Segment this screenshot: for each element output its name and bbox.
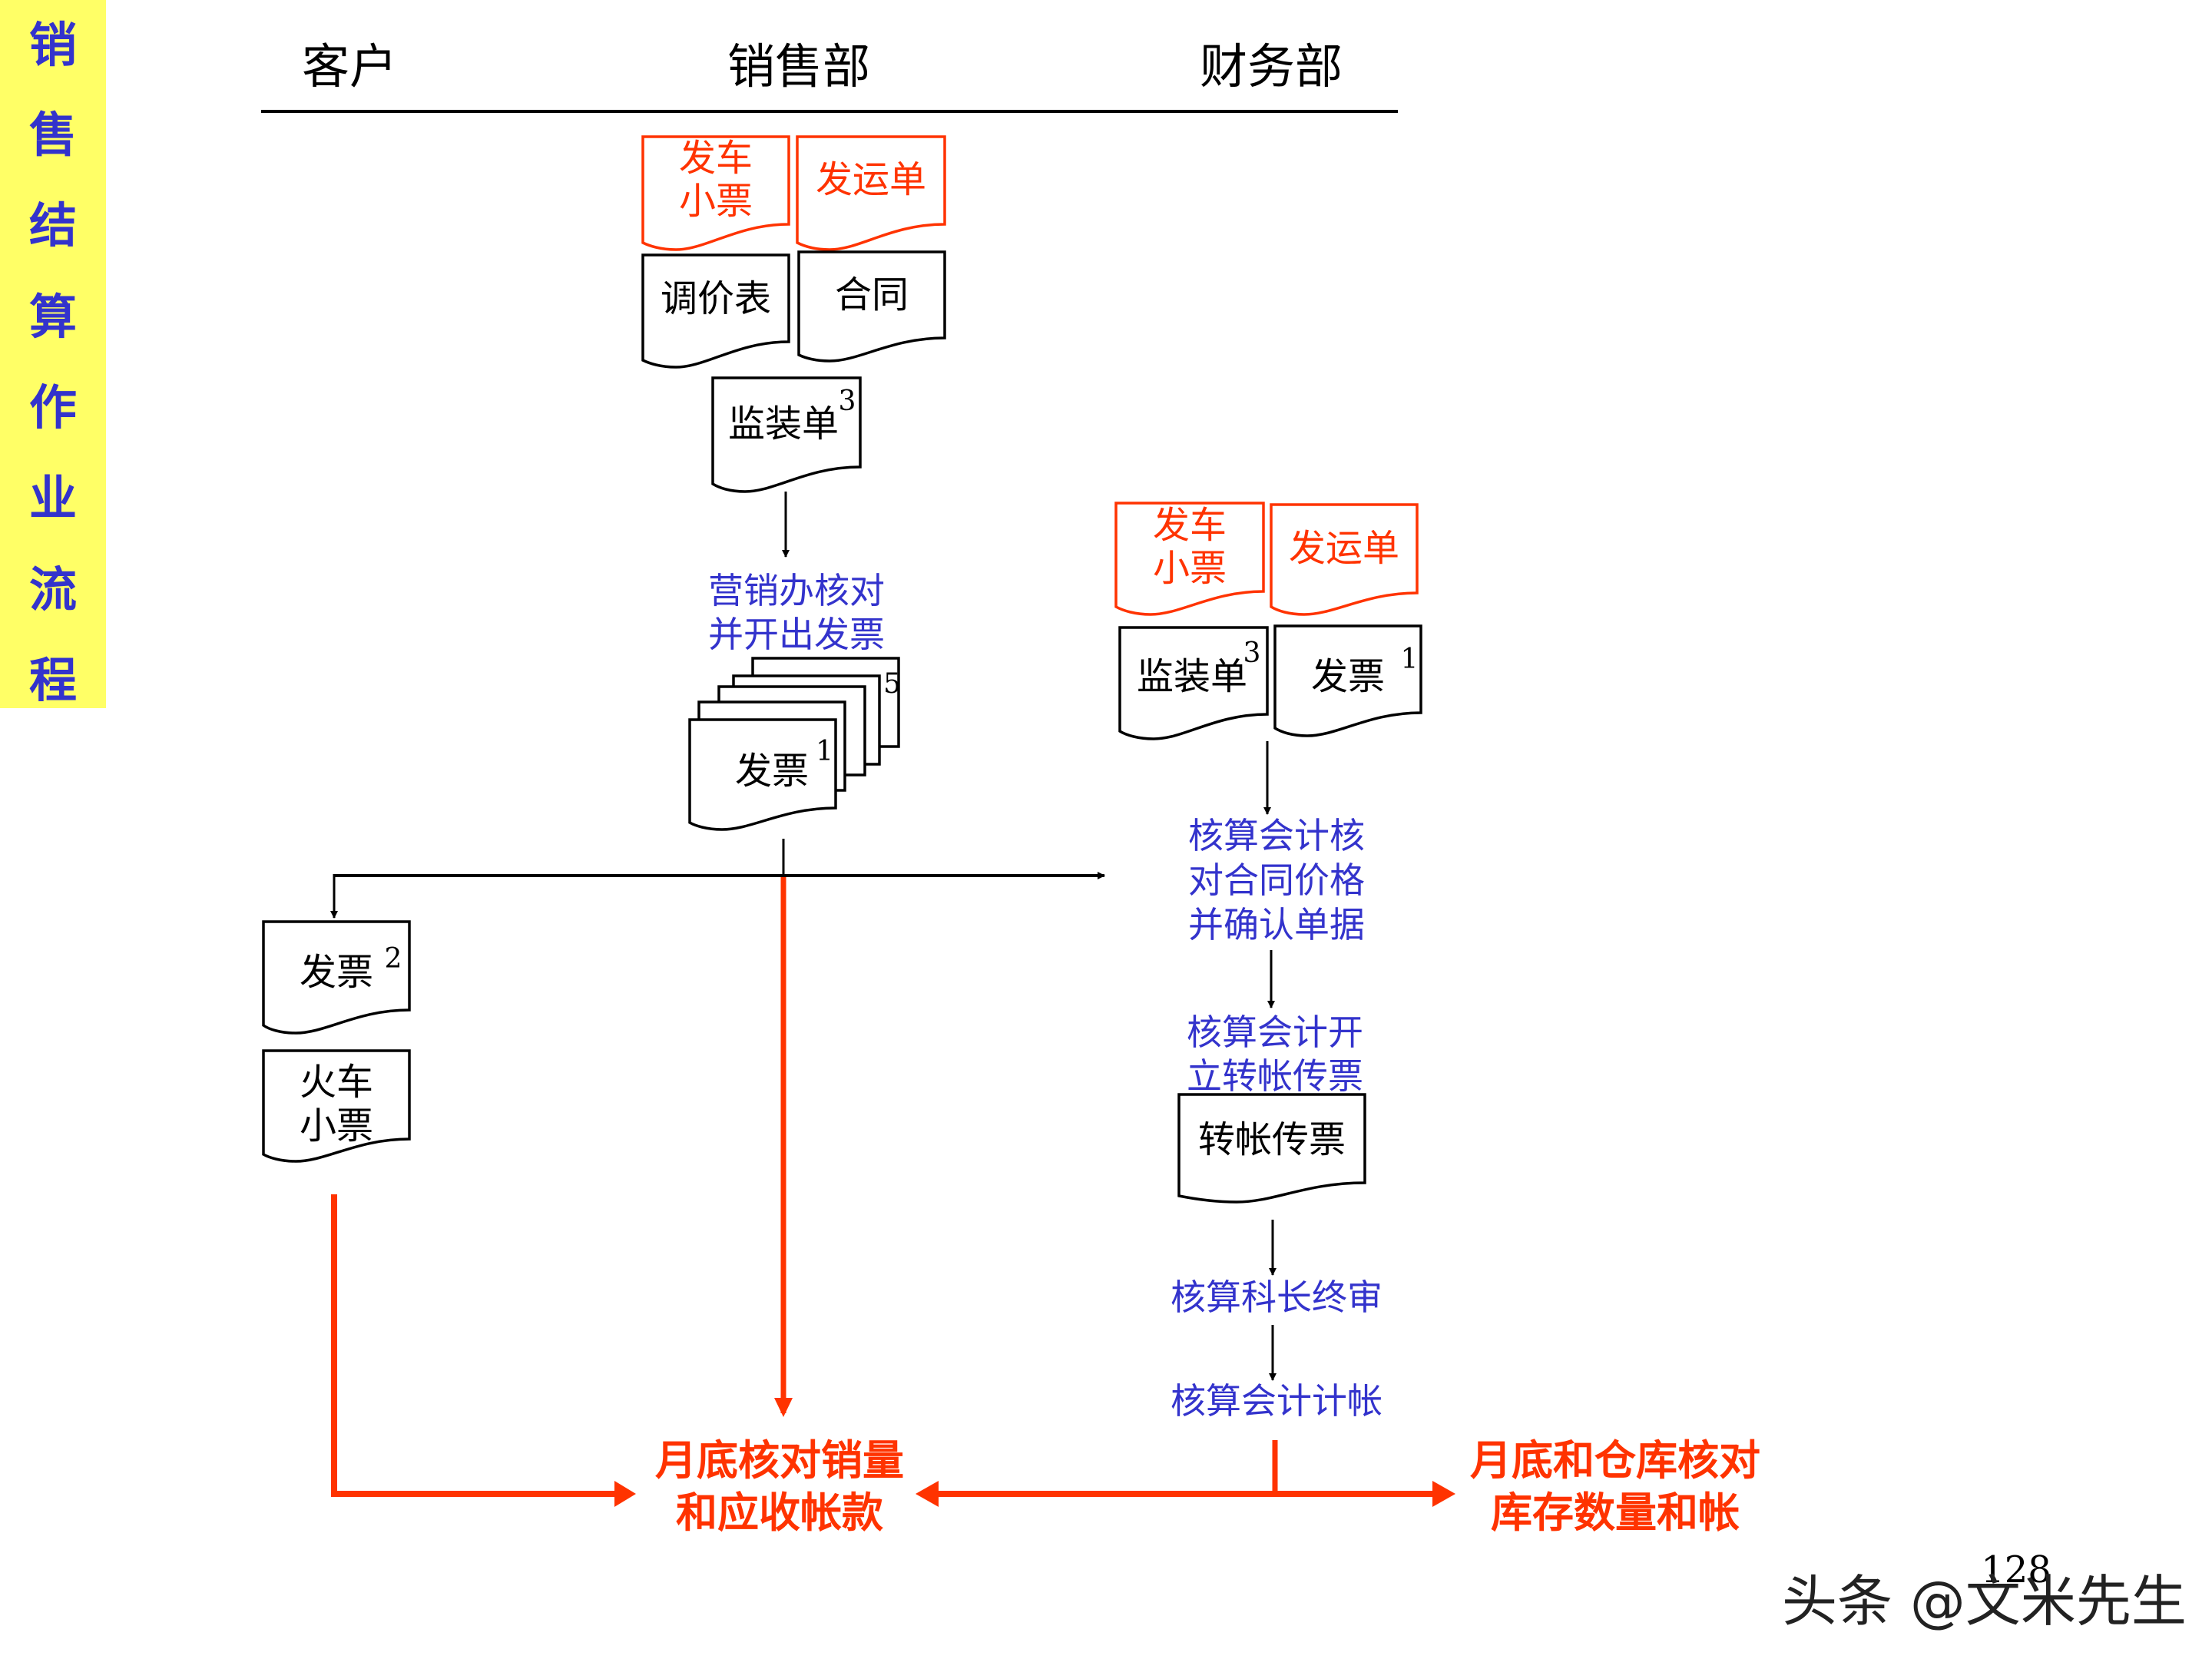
doc-shape-dispatch-ticket [641, 135, 790, 251]
sidebar-title-char: 业 [28, 470, 77, 526]
doc-label: 发运单 [816, 158, 926, 201]
flow-arrowhead-red [1432, 1481, 1455, 1507]
doc-shape-price-adjustment [641, 253, 790, 369]
sidebar-title-char: 算 [28, 289, 77, 345]
doc-label: 火车 [300, 1061, 373, 1104]
flow-arrowhead-red [614, 1481, 636, 1507]
doc-label: 小票 [1153, 547, 1227, 590]
step-finance-final-review: 核算科长终审 [1171, 1277, 1382, 1318]
doc-label: 发车 [1153, 504, 1227, 547]
lane-header-finance: 财务部 [1200, 38, 1343, 94]
flow-arrowhead-red [774, 1398, 793, 1417]
doc-shape-contract [797, 250, 946, 363]
copy-count: 5 [883, 668, 901, 700]
step-sales-verify: 并开出发票 [708, 614, 885, 655]
step-finance-verify: 核算会计核 [1188, 815, 1365, 856]
doc-shape-loading-sheet [711, 376, 862, 493]
sidebar-title-char: 售 [28, 107, 77, 163]
lane-header-customer: 客户 [302, 38, 397, 94]
result-inventory-reconcile: 库存数量和帐 [1491, 1488, 1740, 1537]
step-finance-voucher: 核算会计开 [1187, 1012, 1363, 1053]
sidebar-title-char: 作 [28, 379, 77, 435]
doc-label: 小票 [300, 1104, 373, 1147]
copy-count: 3 [1243, 637, 1261, 669]
sidebar-title-char: 流 [28, 561, 77, 618]
sidebar-title-char: 结 [28, 197, 77, 253]
flow-arrowhead-red [916, 1481, 939, 1507]
doc-label: 发票 [1311, 655, 1385, 698]
step-finance-verify: 并确认单据 [1188, 904, 1365, 945]
doc-shape-invoice-stack-front [688, 718, 837, 831]
doc-label: 小票 [679, 180, 753, 223]
doc-shape-waybill [796, 135, 946, 251]
step-finance-posting: 核算会计计帐 [1171, 1380, 1382, 1422]
result-sales-reconcile: 和应收帐款 [676, 1488, 883, 1537]
lane-header-sales: 销售部 [727, 38, 870, 94]
doc-label: 监装单 [728, 402, 839, 445]
copy-count: 1 [816, 736, 833, 767]
doc-label: 监装单 [1137, 655, 1247, 698]
page-number: 128 [1981, 1548, 2051, 1591]
doc-shape-invoice [1273, 624, 1422, 737]
doc-label: 发车 [679, 137, 753, 180]
doc-label: 合同 [835, 273, 909, 316]
doc-shape-waybill [1270, 503, 1419, 616]
flow-connector-red [331, 1194, 618, 1497]
doc-label: 发票 [300, 951, 373, 994]
doc-label: 发票 [735, 750, 809, 793]
doc-shape-loading-sheet [1118, 626, 1269, 740]
doc-shape-train-ticket [262, 1049, 411, 1163]
copy-count: 1 [1401, 644, 1419, 675]
doc-shape-customer-invoice [262, 920, 411, 1035]
sidebar-title-char: 程 [28, 652, 77, 708]
doc-shape-dispatch-ticket [1114, 502, 1265, 616]
doc-label: 转帐传票 [1198, 1118, 1346, 1161]
doc-shape-transfer-voucher [1177, 1093, 1366, 1204]
doc-label: 发运单 [1289, 527, 1399, 570]
watermark: 头条 @文米先生 [1782, 1569, 2187, 1634]
result-inventory-reconcile: 月底和仓库核对 [1470, 1436, 1760, 1485]
doc-label: 调价表 [661, 277, 771, 320]
copy-count: 2 [385, 943, 402, 975]
step-finance-verify: 对合同价格 [1188, 859, 1365, 901]
sidebar-title-char: 销 [28, 17, 77, 73]
sidebar-title-panel: 销 售 结 算 作 业 流 程 [0, 0, 106, 708]
step-sales-verify: 营销办核对 [708, 570, 885, 611]
result-sales-reconcile: 月底核对销量 [655, 1436, 904, 1485]
step-finance-voucher: 立转帐传票 [1187, 1055, 1363, 1097]
copy-count: 3 [839, 386, 856, 417]
